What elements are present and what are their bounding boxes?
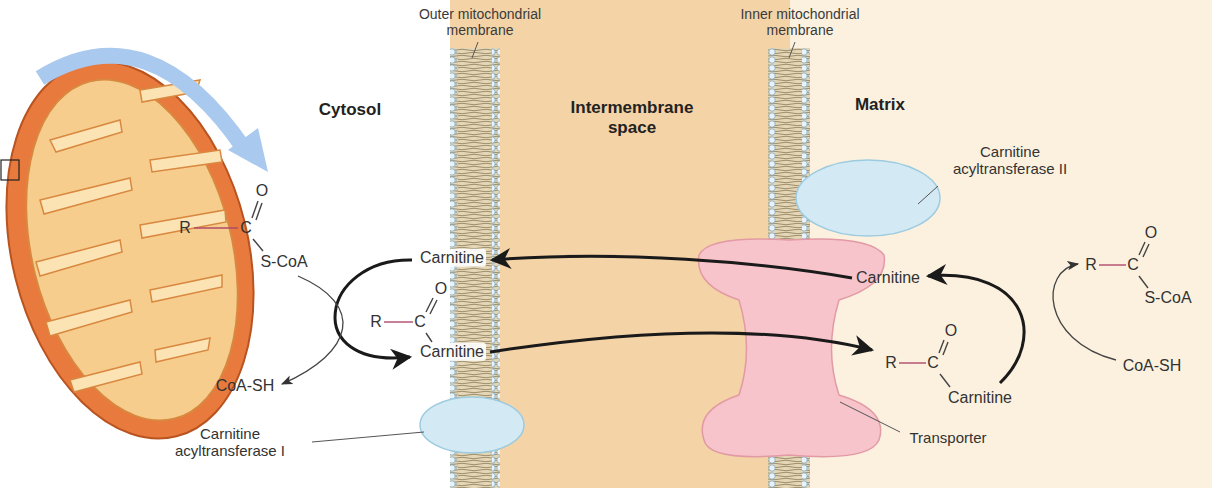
chem-text: Carnitine bbox=[856, 269, 920, 287]
leader-line bbox=[472, 42, 478, 58]
chem-text: Carnitine bbox=[418, 343, 486, 361]
chem-text: R bbox=[370, 313, 382, 331]
chem-text: O bbox=[256, 182, 268, 200]
reaction-arrows bbox=[282, 256, 1116, 384]
chem-text: O bbox=[433, 280, 449, 298]
leader-line bbox=[840, 402, 900, 432]
chem-text: Carnitine bbox=[418, 249, 486, 267]
zoom-arrow bbox=[40, 56, 268, 172]
chem-text: Carnitine bbox=[948, 389, 1012, 407]
region-label: Intermembrane space bbox=[557, 98, 707, 137]
enzyme-label: Carnitine acyltransferase II bbox=[935, 143, 1085, 178]
enzyme-label: Carnitine acyltransferase I bbox=[155, 425, 305, 460]
chem-text: S-CoA bbox=[1144, 289, 1191, 307]
chem-text: R bbox=[885, 354, 897, 372]
chem-text: CoA-SH bbox=[1123, 357, 1182, 375]
part-label: Transporter bbox=[910, 429, 987, 446]
chem-text: CoA-SH bbox=[216, 377, 275, 395]
chem-text: C bbox=[240, 219, 252, 237]
chem-text: O bbox=[945, 322, 957, 340]
region-label: Cytosol bbox=[319, 100, 381, 120]
membrane-label: Outer mitochondrial membrane bbox=[405, 6, 555, 38]
membrane-label: Inner mitochondrial membrane bbox=[725, 6, 875, 38]
leader-line bbox=[789, 42, 795, 58]
chemical-bonds bbox=[194, 201, 1149, 387]
chem-text: C bbox=[927, 354, 939, 372]
enzyme-ellipse bbox=[420, 397, 524, 453]
region-label: Matrix bbox=[855, 95, 905, 115]
chem-text: C bbox=[414, 313, 426, 331]
chem-text: O bbox=[1145, 224, 1157, 242]
mitochondrion-drawing bbox=[0, 35, 291, 465]
leader-line bbox=[312, 432, 424, 442]
chem-text: R bbox=[1085, 256, 1097, 274]
chem-text: R bbox=[179, 219, 191, 237]
chem-text: S-CoA bbox=[260, 253, 307, 271]
enzyme-ellipse bbox=[796, 160, 940, 236]
chem-text: C bbox=[1127, 256, 1139, 274]
leader-line bbox=[918, 186, 938, 204]
